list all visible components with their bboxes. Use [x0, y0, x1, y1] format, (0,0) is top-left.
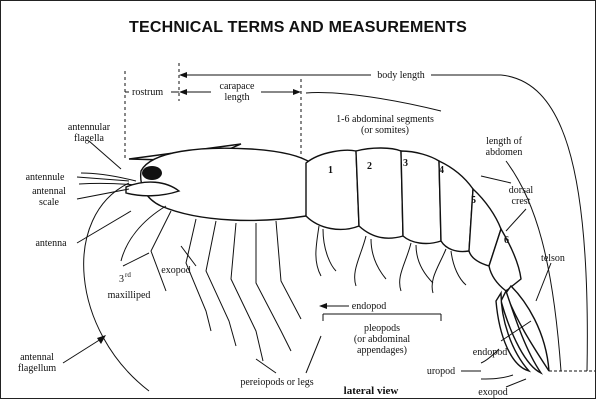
antennule-label: antennule [26, 172, 65, 183]
segment-number-1: 1 [328, 165, 333, 176]
segment-number-2: 2 [367, 161, 372, 172]
lateral-view-label: lateral view [344, 385, 399, 397]
exopod-uropod-label: exopod [478, 387, 507, 398]
antennal-flagellum-label-line1: antennal [20, 352, 54, 363]
antennal-scale-label-line1: antennal [32, 186, 66, 197]
antennal-flagellum-label-line2: flagellum [18, 363, 57, 374]
abdomen-length-label-line2: abdomen [486, 147, 523, 158]
endopod-uropod-label: endopod [473, 347, 507, 358]
maxilliped-number: 3 [119, 274, 124, 285]
pleopods-label-line3: appendages) [357, 345, 407, 356]
dorsal-crest-label-line1: dorsal [509, 185, 534, 196]
dorsal-crest-label-line2: crest [512, 196, 531, 207]
exopod-leg-label: exopod [161, 265, 190, 276]
antennal-scale-label-line2: scale [39, 197, 60, 208]
segment-number-4: 4 [439, 165, 444, 176]
uropod-label: uropod [427, 366, 455, 377]
abdominal-segments-label-line2: (or somites) [361, 125, 409, 136]
rostrum-label: rostrum [132, 87, 163, 98]
maxilliped-superscript: rd [125, 271, 131, 279]
segment-number-3: 3 [403, 158, 408, 169]
endopod-pleopod-label: endopod [352, 301, 386, 312]
telson-label: telson [541, 253, 565, 264]
carapace-label-line1: carapace [220, 81, 256, 92]
body-length-label: body length [377, 70, 425, 81]
maxilliped-label: maxilliped [108, 290, 151, 301]
antenna-label: antenna [35, 238, 67, 249]
pleopods-label-line1: pleopods [364, 323, 400, 334]
antennular-flagella-label-line1: antennular [68, 122, 111, 133]
segment-number-5: 5 [471, 195, 476, 206]
carapace-label-line2: length [225, 92, 250, 103]
pereiopods-label: pereiopods or legs [240, 377, 313, 388]
segment-number-6: 6 [504, 235, 509, 246]
antennular-flagella-label-line2: flagella [74, 133, 105, 144]
abdominal-segments-label-line1: 1-6 abdominal segments [336, 114, 434, 125]
pleopods-label-line2: (or abdominal [354, 334, 411, 345]
abdomen-length-label-line1: length of [486, 136, 522, 147]
